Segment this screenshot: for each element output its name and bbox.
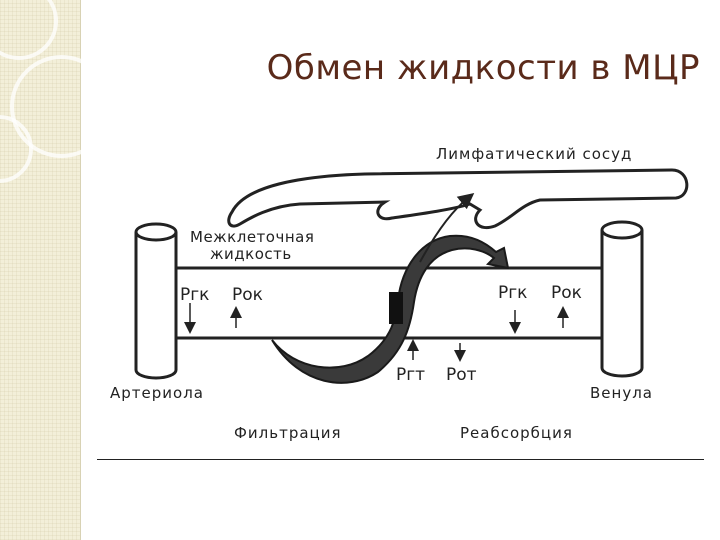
filtration-label: Фильтрация xyxy=(234,424,342,442)
arteriole-cylinder xyxy=(136,224,176,378)
right-hydrostatic-label: Ргк xyxy=(498,283,527,303)
lymphatic-vessel xyxy=(229,170,687,228)
arteriole-label: Артериола xyxy=(110,384,204,402)
lymph-vessel-label: Лимфатический сосуд xyxy=(436,145,632,163)
venule-label: Венула xyxy=(590,384,653,402)
divider-line xyxy=(97,459,704,460)
interstitial-label-line2: жидкость xyxy=(210,245,292,263)
reabsorption-label: Реабсорбция xyxy=(460,424,573,442)
left-hydrostatic-label: Ргк xyxy=(180,285,209,305)
tissue-hydrostatic-label: Ргт xyxy=(396,365,425,385)
right-oncotic-label: Рок xyxy=(551,283,582,303)
left-oncotic-label: Рок xyxy=(232,285,263,305)
interstitial-label-line1: Межклеточная xyxy=(190,228,314,246)
capillary-wall-pore xyxy=(389,292,403,324)
venule-cylinder xyxy=(602,222,642,376)
tissue-oncotic-label: Рот xyxy=(446,365,477,385)
